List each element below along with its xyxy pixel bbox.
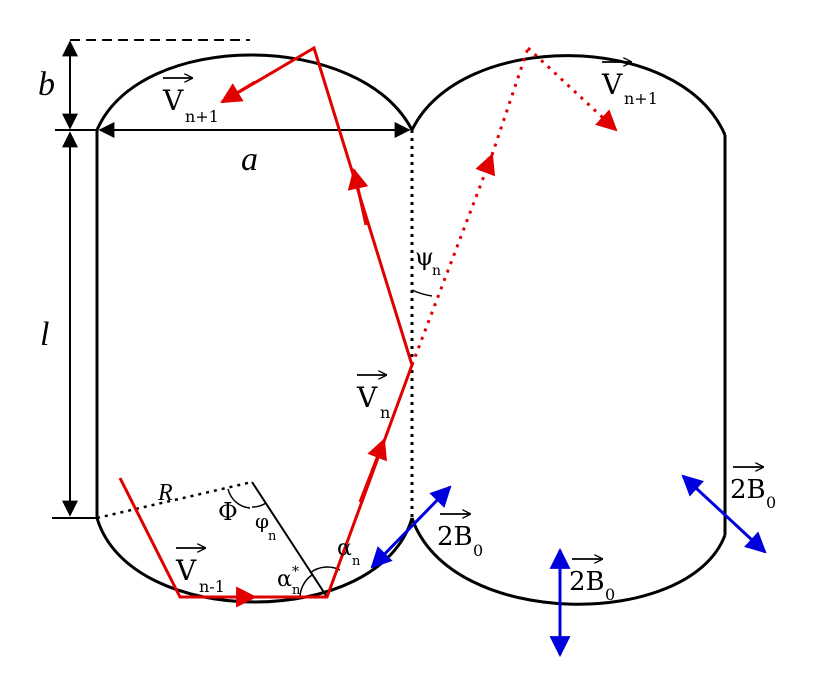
phi-angle-arc — [227, 488, 251, 509]
b-base: 2B — [437, 522, 473, 552]
label-alpha-n: α n — [337, 536, 361, 569]
trajectory-arrow-top — [220, 80, 256, 104]
phi-n-base: φ — [255, 509, 269, 533]
alpha-n-base: α — [337, 536, 352, 561]
psi-n-base: ψ — [415, 243, 434, 271]
b-subscript: 0 — [473, 541, 483, 560]
psi-n-angle-arc — [411, 289, 433, 297]
label-R: R — [157, 480, 173, 506]
v-base: V — [356, 381, 378, 414]
normal-line — [251, 481, 328, 598]
label-alpha-star-n: α * n — [277, 564, 301, 598]
label-2b0-bottom: 2B 0 — [569, 559, 615, 604]
dimension-l — [52, 131, 97, 519]
transmitted-path-to-top — [490, 47, 530, 156]
alpha-star-superscript: * — [292, 564, 299, 580]
label-v-n-plus-1-right: V n+1 — [601, 62, 658, 108]
v-subscript: n+1 — [624, 89, 658, 108]
trajectory-dotted — [410, 46, 618, 366]
alpha-star-subscript: n — [292, 583, 301, 598]
transmitted-path-reflect — [526, 46, 618, 132]
b-base: 2B — [730, 475, 766, 505]
b-subscript: 0 — [605, 585, 615, 604]
label-v-n-plus-1-left: V n+1 — [162, 78, 219, 126]
label-v-n: V n — [356, 375, 390, 422]
trajectory-arrow-upper — [347, 167, 369, 226]
field-arrow-left — [370, 485, 452, 569]
alpha-star-base: α — [277, 567, 292, 592]
trajectory-arrow-rising — [358, 438, 387, 503]
b-subscript: 0 — [766, 493, 776, 512]
label-psi-n: ψ n — [415, 243, 441, 279]
field-arrow-right — [681, 474, 767, 554]
label-phi-n: φ n — [255, 509, 277, 544]
label-Phi: Φ — [218, 498, 238, 526]
phi-n-subscript: n — [268, 529, 277, 544]
left-stadium-top-arc — [95, 53, 414, 131]
label-b: b — [38, 66, 55, 103]
label-v-n-minus-1: V n-1 — [175, 548, 225, 596]
alpha-star-angle-arc — [299, 574, 313, 598]
phi-n-angle-arc — [251, 502, 267, 508]
b-base: 2B — [569, 567, 605, 597]
psi-n-subscript: n — [432, 263, 441, 279]
dimension-b — [55, 39, 250, 131]
v-base: V — [175, 554, 197, 587]
transmitted-path-up — [410, 153, 496, 366]
v-base: V — [162, 84, 184, 117]
label-a: a — [241, 141, 258, 178]
v-subscript: n — [380, 403, 390, 422]
v-base: V — [601, 68, 623, 101]
label-l: l — [40, 316, 49, 353]
radius-dotted-line — [96, 480, 253, 520]
right-stadium-top-arc — [410, 54, 727, 136]
v-subscript: n+1 — [185, 107, 219, 126]
label-2b0-left: 2B 0 — [437, 514, 483, 560]
alpha-n-subscript: n — [352, 554, 361, 569]
label-2b0-right: 2B 0 — [730, 467, 776, 512]
trajectory-solid — [118, 45, 414, 608]
field-arrows — [370, 474, 767, 658]
v-subscript: n-1 — [199, 577, 225, 596]
